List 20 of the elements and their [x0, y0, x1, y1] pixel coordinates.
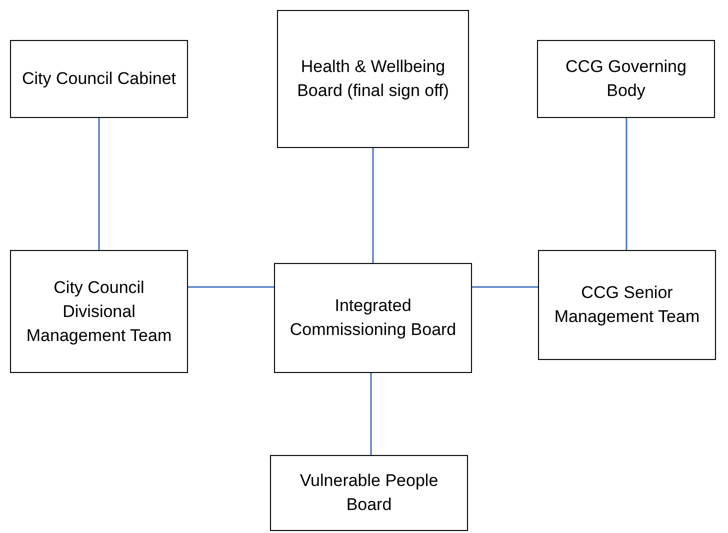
box-label: City Council Divisional Management Team	[25, 276, 173, 346]
process-box	[10, 40, 188, 118]
box-label: CCG Senior Management Team	[553, 282, 701, 328]
box-label: Integrated Commissioning Board	[288, 295, 458, 341]
process-box	[10, 250, 188, 373]
box-label: Health & Wellbeing Board (final sign off)	[296, 56, 450, 102]
box-label: CCG Governing Body	[564, 56, 688, 102]
box-label: Vulnerable People Board	[298, 470, 440, 516]
process-box	[270, 455, 468, 531]
connector-line	[98, 118, 100, 250]
connector-line	[370, 373, 372, 455]
box-label: City Council Cabinet	[22, 68, 176, 90]
process-box	[274, 263, 472, 373]
connector-line	[626, 118, 628, 250]
connector-line	[188, 286, 274, 288]
process-box	[277, 10, 469, 148]
process-box	[538, 250, 716, 360]
connector-line	[372, 148, 374, 263]
connector-line	[472, 286, 538, 288]
process-box	[537, 40, 715, 118]
